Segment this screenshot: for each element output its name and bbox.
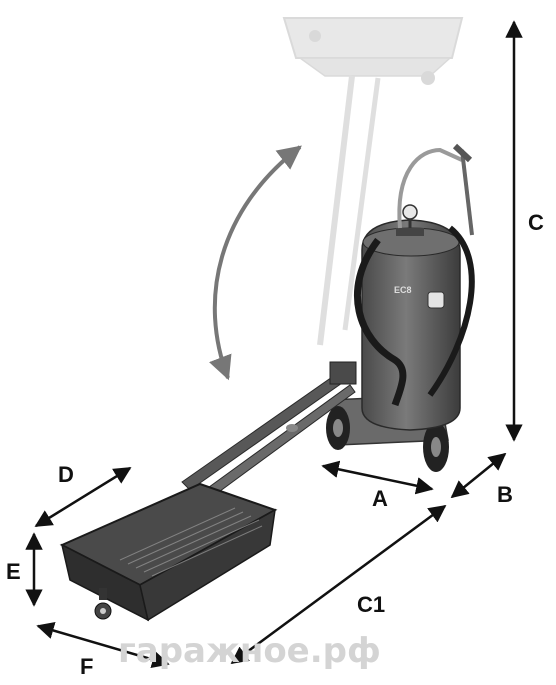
dimension-b-arrow [450,452,507,499]
dimension-c1-label: C1 [357,592,385,617]
tank-unit: EC8 [326,143,475,472]
rotation-arrow [209,145,302,381]
unit-marking: EC8 [394,285,412,295]
dimension-a-label: A [372,486,388,511]
dimension-b-label: B [497,482,513,507]
dimension-e-label: E [6,559,21,584]
dimension-a-arrow [321,460,434,495]
dimension-arrows [25,20,523,668]
dimension-c-label: C [528,210,544,235]
dimension-c1-arrow [230,504,447,665]
raised-position-ghost [282,17,464,346]
drain-tray [59,482,278,622]
dimension-f-arrow [36,622,170,668]
dimension-d-label: D [58,462,74,487]
front-wheel [423,422,449,472]
dimension-d-arrow [34,466,132,528]
dimension-f-label: F [80,654,93,679]
support-arm [181,361,357,498]
tray-caster [94,588,112,620]
rear-wheel [326,406,350,450]
watermark: гаражное.рф [118,631,381,671]
